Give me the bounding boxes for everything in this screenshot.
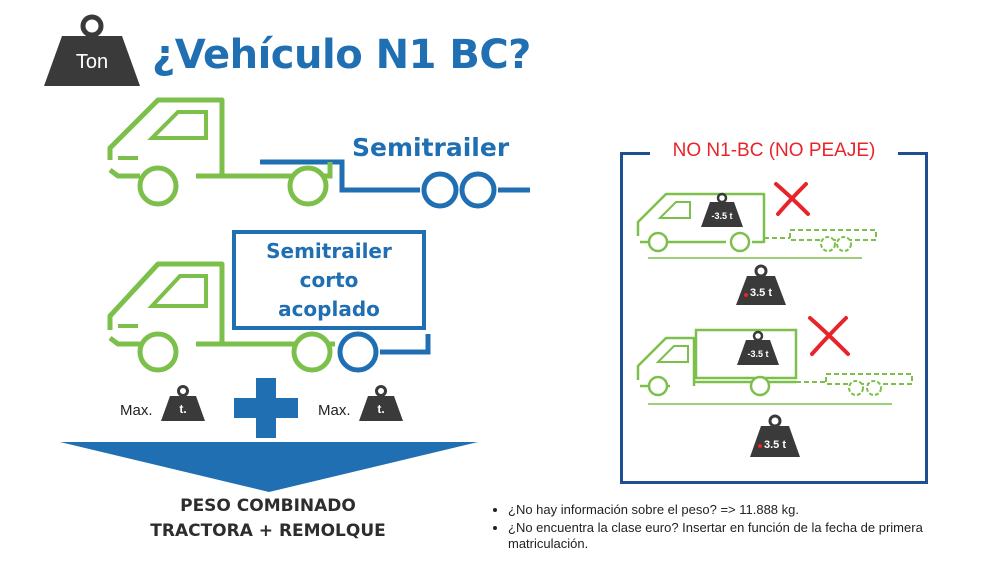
- notes-list: ¿No hay información sobre el peso? => 11…: [490, 502, 990, 554]
- note-item: ¿No encuentra la clase euro? Insertar en…: [508, 520, 990, 552]
- short-trailer-box: Semitrailer corto acoplado: [232, 230, 426, 330]
- example-1-van-illustration: [636, 192, 877, 259]
- short-trailer-line-1: Semitrailer: [266, 238, 392, 263]
- svg-text:3.5 t: 3.5 t: [750, 287, 772, 299]
- max-right-weight-icon: t.: [359, 385, 403, 421]
- max-right-label: Max.: [318, 402, 351, 419]
- max-left-label: Max.: [120, 402, 153, 419]
- combined-weight-label: PESO COMBINADO TRACTORA + REMOLQUE: [150, 496, 386, 541]
- example-2-cross-icon: [808, 316, 850, 356]
- example-1-total-weight-icon: 3.5 t: [736, 264, 786, 305]
- no-n1bc-title: NO N1-BC (NO PEAJE): [652, 140, 896, 162]
- example-2-truck-illustration: [636, 328, 913, 405]
- truck-semitrailer-illustration: [107, 97, 530, 209]
- svg-text:t.: t.: [179, 402, 186, 416]
- ton-weight-icon: Ton: [44, 14, 140, 86]
- down-arrow-icon: [60, 442, 478, 492]
- svg-text:-3.5 t: -3.5 t: [711, 211, 732, 221]
- semitrailer-label: Semitrailer: [352, 133, 510, 162]
- no-n1bc-box: [620, 152, 928, 484]
- svg-text:-3.5 t: -3.5 t: [747, 349, 768, 359]
- example-1-vehicle-weight-icon: -3.5 t: [701, 192, 743, 227]
- max-left-weight-icon: t.: [161, 385, 205, 421]
- example-1-cross-icon: [774, 182, 810, 216]
- truck-short-trailer-illustration: [107, 261, 431, 373]
- ton-label: Ton: [76, 51, 108, 73]
- svg-text:3.5 t: 3.5 t: [764, 439, 786, 451]
- svg-text:t.: t.: [377, 402, 384, 416]
- page-title: ¿Vehículo N1 BC?: [152, 32, 531, 78]
- plus-icon: [234, 378, 298, 438]
- short-trailer-line-2: corto: [299, 267, 359, 292]
- note-item: ¿No hay información sobre el peso? => 11…: [508, 502, 990, 518]
- example-2-total-weight-icon: 3.5 t: [750, 414, 800, 457]
- example-2-vehicle-weight-icon: -3.5 t: [737, 330, 779, 365]
- short-trailer-line-3: acoplado: [278, 296, 380, 321]
